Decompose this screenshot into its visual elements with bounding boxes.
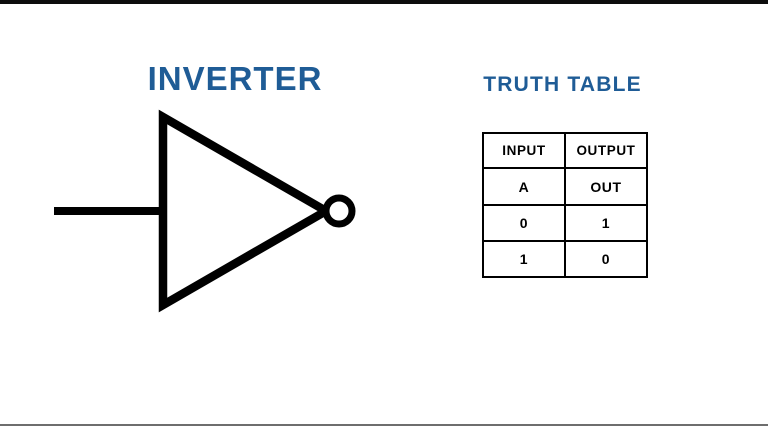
cell-input-value: 0 bbox=[482, 204, 566, 242]
cell-output-value: 1 bbox=[564, 204, 648, 242]
page-title: INVERTER bbox=[147, 60, 323, 97]
cell-input-value: 1 bbox=[482, 240, 566, 278]
truth-table-title: TRUTH TABLE bbox=[483, 73, 642, 96]
table-row: 0 1 bbox=[482, 204, 648, 242]
table-header-output: OUTPUT bbox=[564, 132, 648, 169]
table-row: INPUT OUTPUT bbox=[482, 132, 648, 169]
top-border-band bbox=[0, 0, 768, 4]
table-row: A OUT bbox=[482, 167, 648, 206]
signal-name-output: OUT bbox=[564, 167, 648, 206]
gate-triangle-body bbox=[158, 109, 335, 313]
bottom-divider bbox=[0, 424, 768, 426]
signal-name-input: A bbox=[482, 167, 566, 206]
table-row: 1 0 bbox=[482, 240, 648, 278]
cell-output-value: 0 bbox=[564, 240, 648, 278]
truth-table: INPUT OUTPUT A OUT 0 1 1 0 bbox=[482, 132, 648, 278]
inverter-gate-symbol bbox=[54, 109, 356, 313]
table-header-input: INPUT bbox=[482, 132, 566, 169]
inversion-bubble-icon bbox=[322, 194, 356, 228]
